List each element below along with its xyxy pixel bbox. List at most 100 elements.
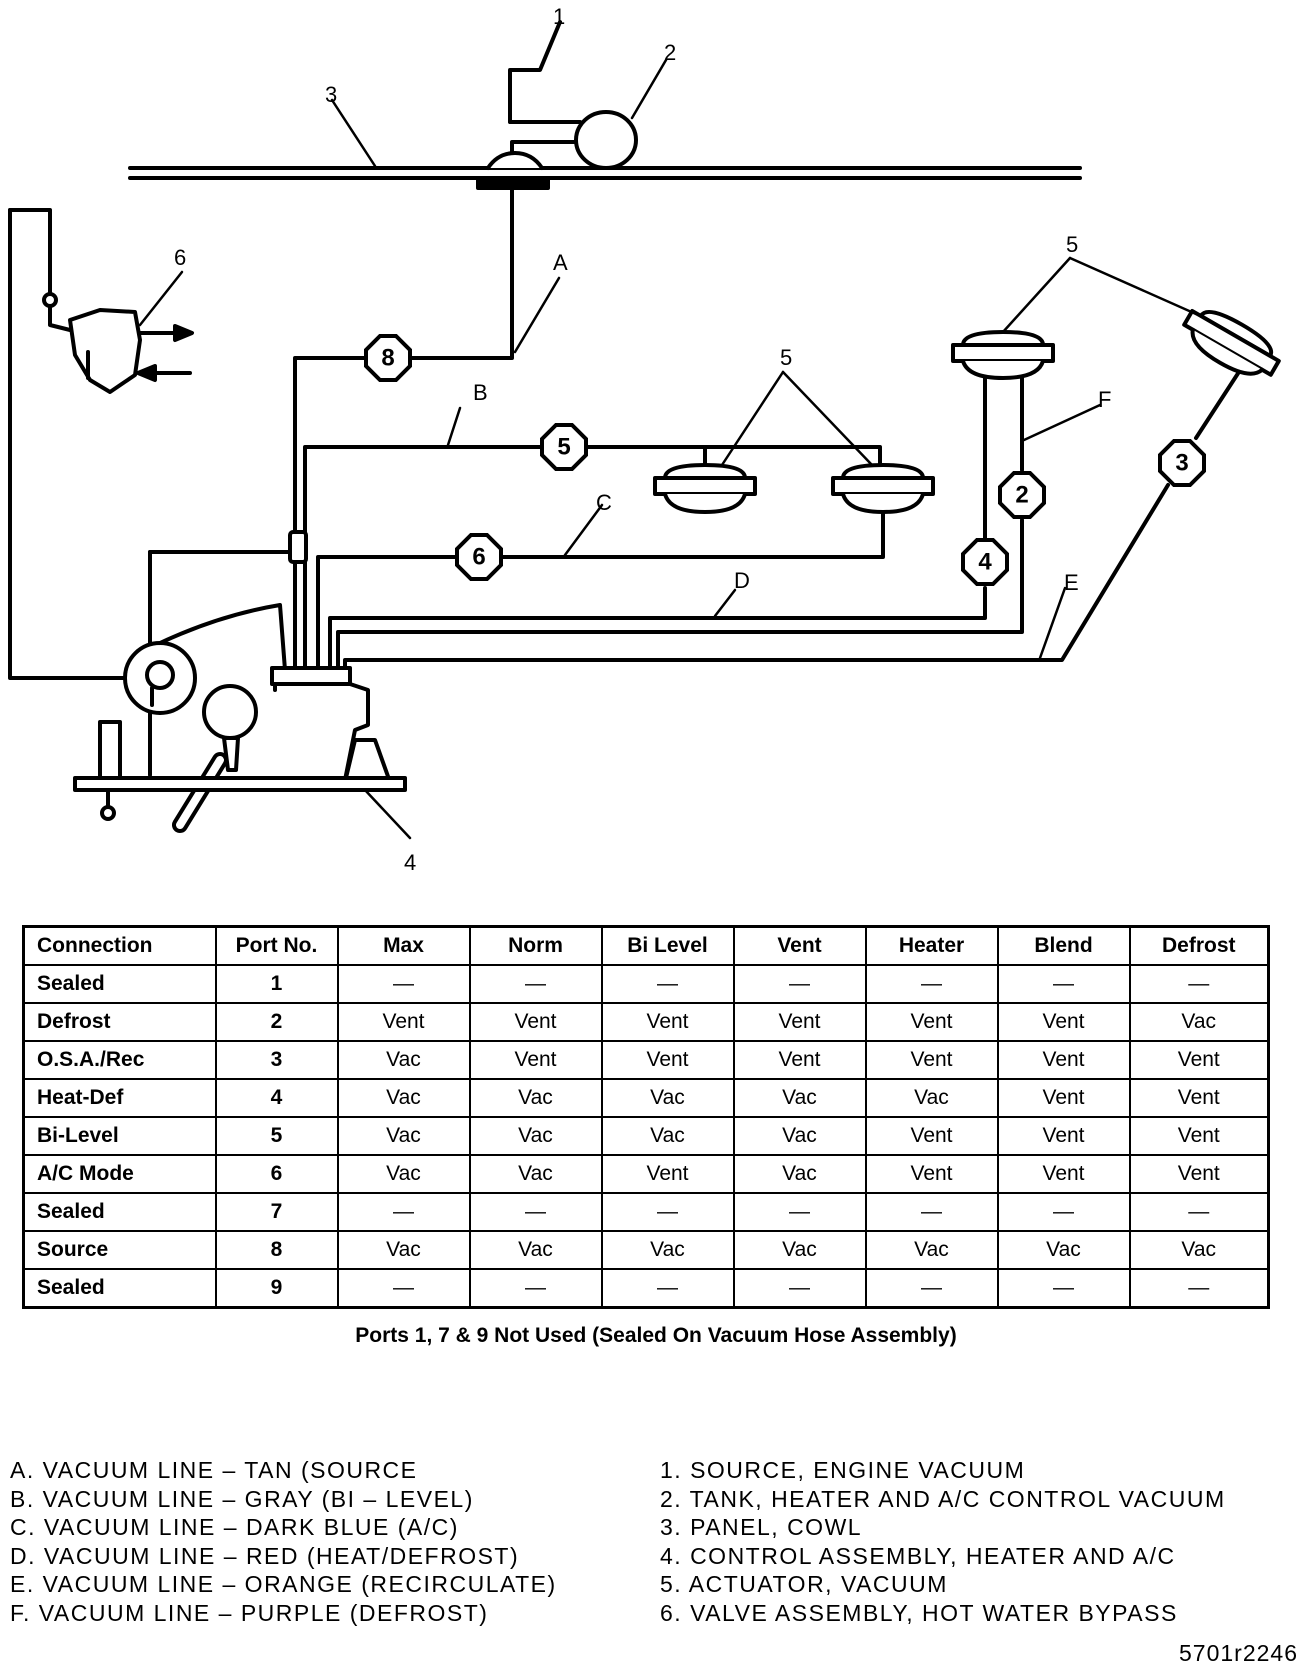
callout-panel: 3 [325, 82, 337, 107]
legend-item: 1. SOURCE, ENGINE VACUUM [660, 1457, 1026, 1483]
mode-cell: Vac [1128, 1002, 1270, 1042]
mode-cell: Vent [996, 1002, 1131, 1042]
source-riser [293, 356, 377, 670]
connection-cell: O.S.A./Rec [22, 1040, 217, 1080]
port-badge-2: 2 [998, 471, 1046, 519]
connection-cell: Sealed [22, 964, 217, 1004]
legend-item: D. VACUUM LINE – RED (HEAT/DEFROST) [10, 1542, 520, 1569]
mode-cell: — [336, 1192, 471, 1232]
mode-cell: — [864, 1268, 999, 1309]
line-legend: A. VACUUM LINE – TAN (SOURCE B. VACUUM L… [10, 1456, 557, 1628]
vacuum-schematic: 8 5 6 4 2 3 1 2 3 6 5 5 4 A B C D E F [8, 4, 1281, 875]
mode-cell: Vac [732, 1078, 867, 1118]
mode-cell: Vent [864, 1154, 999, 1194]
port-cell: 4 [214, 1078, 339, 1118]
mode-cell: Vent [600, 1002, 735, 1042]
mode-cell: Vac [336, 1154, 471, 1194]
legend-item: F. VACUUM LINE – PURPLE (DEFROST) [10, 1599, 489, 1626]
vacuum-line-d [328, 586, 987, 670]
mode-cell: Vac [600, 1078, 735, 1118]
connection-cell: A/C Mode [22, 1154, 217, 1194]
callout-valve: 6 [174, 245, 186, 270]
mode-cell: Vent [600, 1040, 735, 1080]
line-letter-e: E [1064, 570, 1079, 595]
port-badge-5: 5 [540, 423, 588, 471]
mode-cell: — [1128, 1268, 1270, 1309]
column-header: Heater [864, 925, 999, 966]
port-cell: 2 [214, 1002, 339, 1042]
vacuum-line-a [373, 186, 514, 360]
vacuum-line-f [336, 518, 1024, 670]
mode-cell: Vac [1128, 1230, 1270, 1270]
legend-item: C. VACUUM LINE – DARK BLUE (A/C) [10, 1514, 459, 1541]
port-badge-8: 8 [364, 334, 412, 382]
callout-control: 4 [404, 850, 416, 875]
legend-item: 6. VALVE ASSEMBLY, HOT WATER BYPASS [660, 1599, 1178, 1626]
mode-cell: Vac [468, 1230, 603, 1270]
mode-cell: — [468, 1192, 603, 1232]
mode-cell: Vent [336, 1002, 471, 1042]
svg-text:6: 6 [472, 544, 485, 571]
connection-cell: Defrost [22, 1002, 217, 1042]
callout-actuator-mid: 5 [780, 345, 792, 370]
line-letter-d: D [734, 568, 750, 593]
legend-item: 5. ACTUATOR, VACUUM [660, 1571, 948, 1598]
port-cell: 9 [214, 1268, 339, 1309]
mode-cell: Vac [600, 1230, 735, 1270]
mode-cell: Vac [600, 1116, 735, 1156]
parts-legend: 1. SOURCE, ENGINE VACUUM 2. TANK, HEATER… [660, 1456, 1226, 1628]
vacuum-line-e [343, 483, 1170, 670]
mode-cell: Vac [336, 1116, 471, 1156]
column-header: Bi Level [600, 925, 735, 966]
port-cell: 8 [214, 1230, 339, 1270]
mode-cell: — [600, 1268, 735, 1309]
mode-cell: — [468, 1268, 603, 1309]
mode-cell: Vent [864, 1002, 999, 1042]
port-cell: 3 [214, 1040, 339, 1080]
mode-cell: Vent [1128, 1154, 1270, 1194]
figure-id: 5701r2246 [1179, 1640, 1298, 1666]
mode-cell: Vent [1128, 1116, 1270, 1156]
column-header: Vent [732, 925, 867, 966]
line-letter-a: A [553, 250, 568, 275]
legend-item: B. VACUUM LINE – GRAY (BI – LEVEL) [10, 1485, 474, 1512]
port-cell: 1 [214, 964, 339, 1004]
line-letter-f: F [1098, 387, 1111, 412]
port-function-table: Connection Port No. Max Norm Bi Level Ve… [22, 925, 1270, 1309]
bilevel-branch-right [586, 445, 882, 467]
bilevel-branch-left [586, 445, 707, 467]
legend-item: 2. TANK, HEATER AND A/C CONTROL VACUUM [660, 1485, 1226, 1512]
connection-cell: Source [22, 1230, 217, 1270]
mode-cell: Vent [468, 1002, 603, 1042]
mode-cell: Vent [468, 1040, 603, 1080]
mode-cell: — [996, 1192, 1131, 1232]
actuator-bilevel-left [653, 463, 757, 514]
legend-item: E. VACUUM LINE – ORANGE (RECIRCULATE) [10, 1571, 557, 1598]
mode-cell: Vac [468, 1154, 603, 1194]
control-assembly [73, 530, 407, 833]
port-cell: 5 [214, 1116, 339, 1156]
connection-cell: Sealed [22, 1192, 217, 1232]
column-header: Norm [468, 925, 603, 966]
mode-cell: Vac [336, 1040, 471, 1080]
svg-text:5: 5 [557, 434, 570, 461]
mode-cell: Vac [732, 1230, 867, 1270]
mode-cell: Vent [996, 1116, 1131, 1156]
mode-cell: — [336, 964, 471, 1004]
vacuum-line-b [303, 445, 542, 670]
mode-cell: — [864, 1192, 999, 1232]
port-badge-4: 4 [961, 538, 1009, 586]
mode-cell: Vac [864, 1230, 999, 1270]
table-note: Ports 1, 7 & 9 Not Used (Sealed On Vacuu… [355, 1324, 957, 1347]
connection-cell: Heat-Def [22, 1078, 217, 1118]
leader-lines [138, 58, 1207, 840]
mode-cell: — [468, 964, 603, 1004]
mode-cell: — [864, 964, 999, 1004]
mode-cell: — [600, 964, 735, 1004]
svg-text:4: 4 [978, 549, 992, 576]
